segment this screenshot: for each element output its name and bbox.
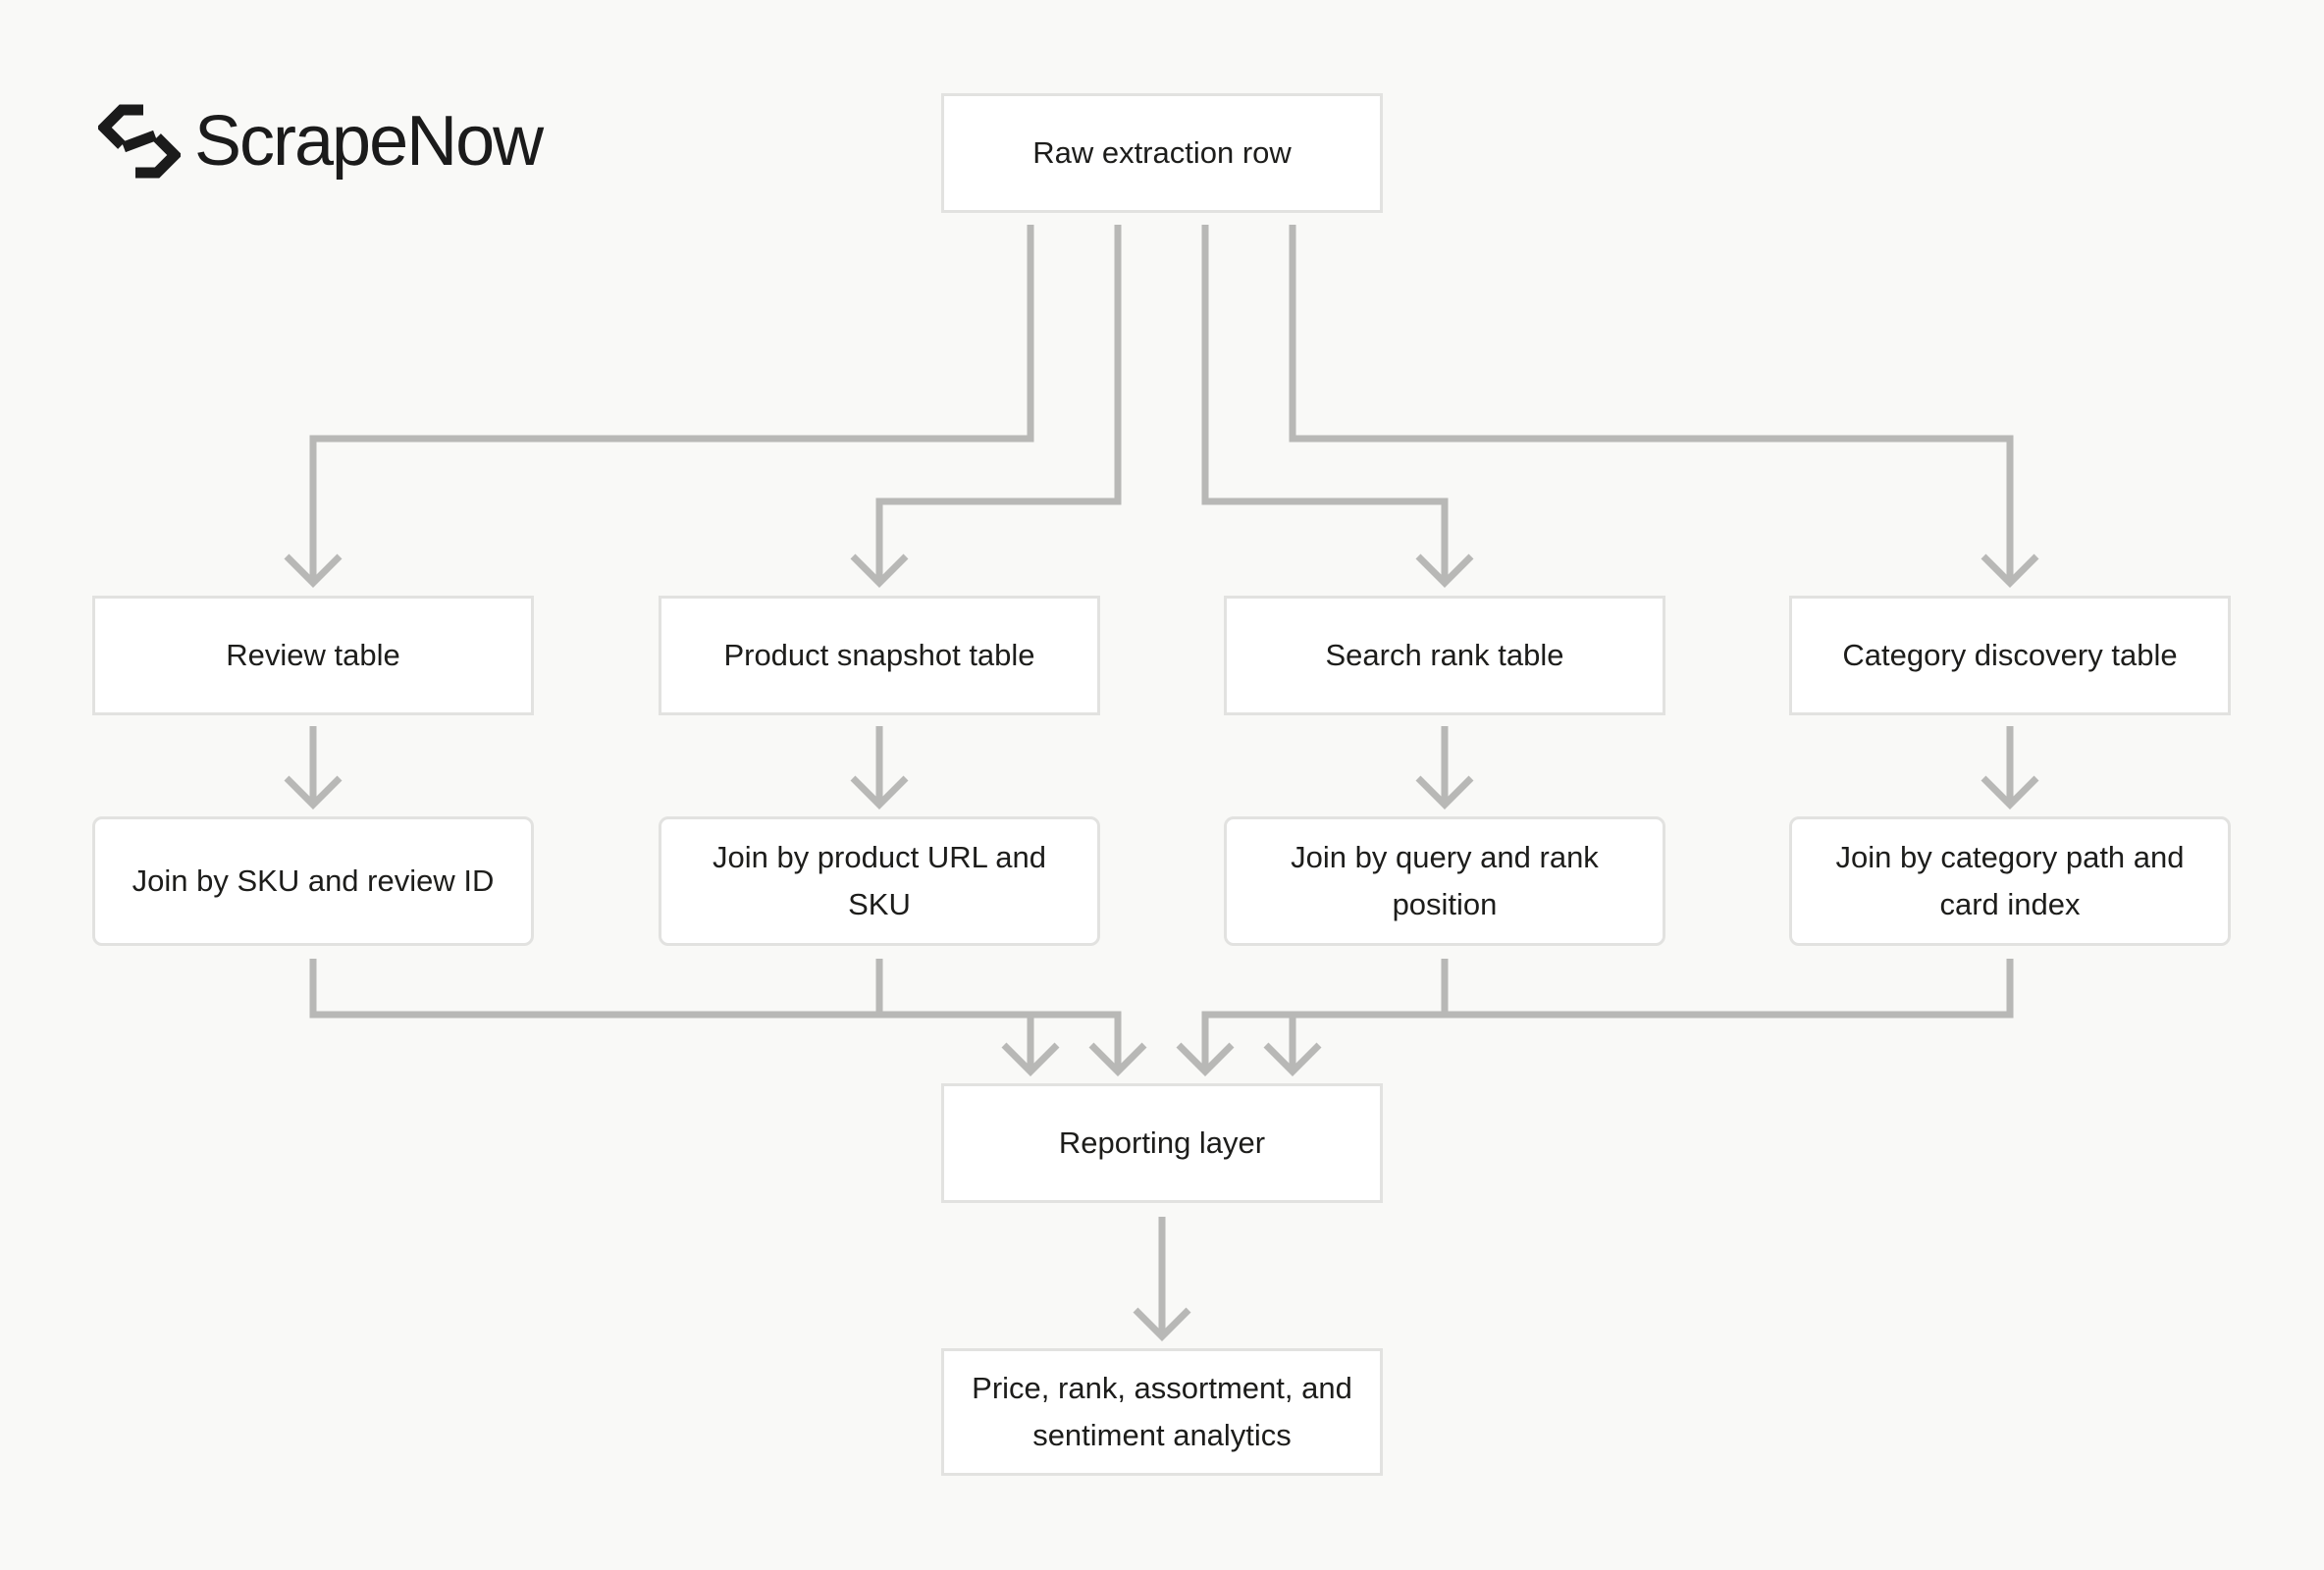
arrowhead-product-snapshot-table [850, 553, 909, 588]
connector-source-to-category-discovery-table [1289, 225, 2014, 579]
connector-review-join-to-reporting [309, 959, 1034, 1068]
scrapenow-logo-icon [98, 104, 181, 179]
node-reporting-layer: Reporting layer [941, 1083, 1383, 1203]
connector-source-to-product-snapshot-table [875, 225, 1122, 579]
arrowhead-reporting-3 [1176, 1042, 1235, 1076]
arrowhead-search-join [1415, 775, 1474, 810]
arrowhead-reporting-1 [1001, 1042, 1060, 1076]
arrowhead-reporting-4 [1263, 1042, 1322, 1076]
connector-product-join-to-reporting [875, 959, 1122, 1068]
node-review-table: Review table [92, 596, 534, 715]
node-join-category-discovery: Join by category path and card index [1789, 816, 2231, 946]
node-category-discovery-table: Category discovery table [1789, 596, 2231, 715]
connector-source-to-search-rank-table [1201, 225, 1449, 579]
arrowhead-category-discovery-table [1981, 553, 2039, 588]
brand-logo: ScrapeNow [98, 96, 544, 186]
arrowhead-reporting-2 [1088, 1042, 1147, 1076]
node-product-snapshot-table: Product snapshot table [659, 596, 1100, 715]
connector-category-join-to-reporting [1289, 959, 2014, 1068]
arrowhead-search-rank-table [1415, 553, 1474, 588]
node-search-rank-table: Search rank table [1224, 596, 1665, 715]
arrowhead-review-join [284, 775, 343, 810]
node-analytics-output: Price, rank, assortment, and sentiment a… [941, 1348, 1383, 1476]
arrowhead-product-join [850, 775, 909, 810]
arrowhead-category-join [1981, 775, 2039, 810]
arrowhead-output [1133, 1307, 1191, 1341]
node-join-review: Join by SKU and review ID [92, 816, 534, 946]
arrowhead-review-table [284, 553, 343, 588]
node-join-product-snapshot: Join by product URL and SKU [659, 816, 1100, 946]
node-raw-extraction-row: Raw extraction row [941, 93, 1383, 213]
brand-name: ScrapeNow [194, 102, 544, 181]
node-join-search-rank: Join by query and rank position [1224, 816, 1665, 946]
connector-source-to-review-table [309, 225, 1034, 579]
